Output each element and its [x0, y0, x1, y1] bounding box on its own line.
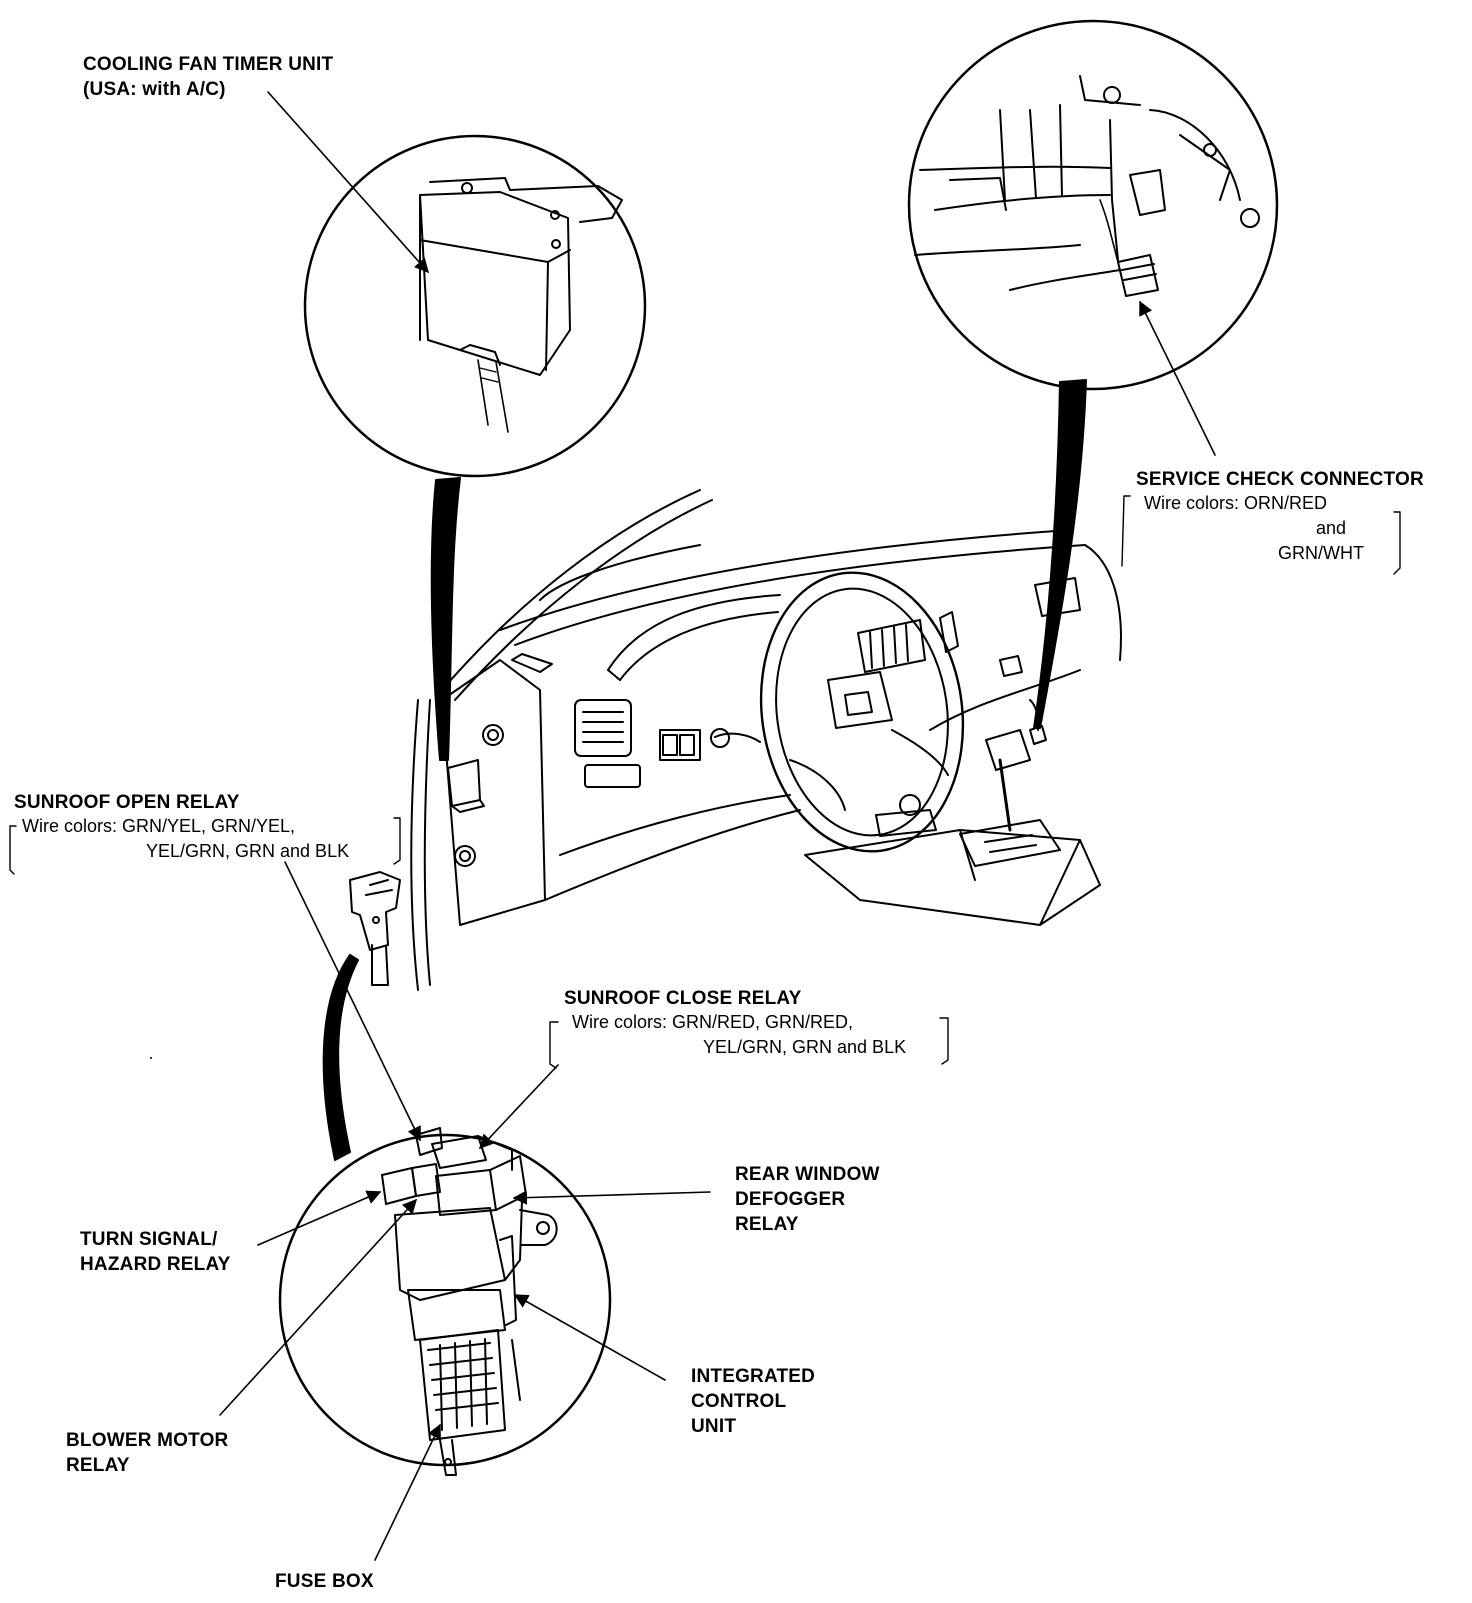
- sunroof-open-wire-line1: Wire colors: GRN/YEL, GRN/YEL,: [22, 816, 296, 836]
- icu-line2: CONTROL: [691, 1391, 787, 1412]
- cooling-fan-timer-line1: COOLING FAN TIMER UNIT: [83, 54, 334, 75]
- service-check-connector-title: SERVICE CHECK CONNECTOR: [1136, 469, 1424, 490]
- sunroof-close-relay-wire-colors: Wire colors: GRN/RED, GRN/RED, YEL/GRN, …: [572, 1010, 906, 1060]
- wire-color-brackets: [9, 495, 1401, 1069]
- blower-motor-relay-label: BLOWER MOTOR RELAY: [66, 1428, 228, 1478]
- service-connector-callout-band: [1033, 379, 1087, 729]
- service-check-connector-wire-colors: Wire colors: ORN/RED and GRN/WHT: [1144, 491, 1394, 566]
- sunroof-close-wire-line2: YEL/GRN, GRN and BLK: [703, 1037, 907, 1057]
- cooling-fan-timer-line2: (USA: with A/C): [83, 79, 226, 100]
- dashboard-drawing: [410, 489, 1122, 991]
- integrated-control-unit-label: INTEGRATED CONTROL UNIT: [691, 1364, 815, 1439]
- rear-window-defogger-relay-label: REAR WINDOW DEFOGGER RELAY: [735, 1162, 880, 1237]
- defogger-line3: RELAY: [735, 1214, 799, 1235]
- service-wire-line1: Wire colors: ORN/RED: [1144, 493, 1328, 513]
- cooling-fan-timer-label: COOLING FAN TIMER UNIT (USA: with A/C): [83, 52, 333, 102]
- service-wire-line3: GRN/WHT: [1278, 543, 1364, 563]
- service-wire-line2: and: [1316, 518, 1347, 538]
- timer-callout-band: [430, 477, 461, 761]
- blower-line2: RELAY: [66, 1455, 130, 1476]
- sunroof-close-relay-title: SUNROOF CLOSE RELAY: [564, 988, 802, 1009]
- sunroof-open-relay-title: SUNROOF OPEN RELAY: [14, 792, 240, 813]
- sunroof-open-relay-drawing: [349, 871, 401, 986]
- icu-line1: INTEGRATED: [691, 1366, 816, 1387]
- fuse-box-label: FUSE BOX: [275, 1571, 374, 1592]
- sunroof-relay-callout-band: [322, 954, 359, 1161]
- defogger-line1: REAR WINDOW: [735, 1164, 880, 1185]
- service-check-connector-inset: [907, 19, 1279, 391]
- turn-signal-line1: TURN SIGNAL/: [80, 1229, 218, 1250]
- stray-dot: [150, 1057, 152, 1059]
- turn-signal-hazard-relay-label: TURN SIGNAL/ HAZARD RELAY: [80, 1227, 231, 1277]
- icu-line3: UNIT: [691, 1416, 737, 1437]
- leader-lines: [219, 91, 1216, 1561]
- fuse-box-inset: [278, 1127, 612, 1476]
- sunroof-open-wire-line2: YEL/GRN, GRN and BLK: [146, 841, 350, 861]
- sunroof-open-relay-wire-colors: Wire colors: GRN/YEL, GRN/YEL, YEL/GRN, …: [22, 814, 349, 864]
- blower-line1: BLOWER MOTOR: [66, 1430, 229, 1451]
- turn-signal-line2: HAZARD RELAY: [80, 1254, 231, 1275]
- defogger-line2: DEFOGGER: [735, 1189, 846, 1210]
- sunroof-close-wire-line1: Wire colors: GRN/RED, GRN/RED,: [572, 1012, 854, 1032]
- cooling-fan-timer-inset: [303, 134, 647, 478]
